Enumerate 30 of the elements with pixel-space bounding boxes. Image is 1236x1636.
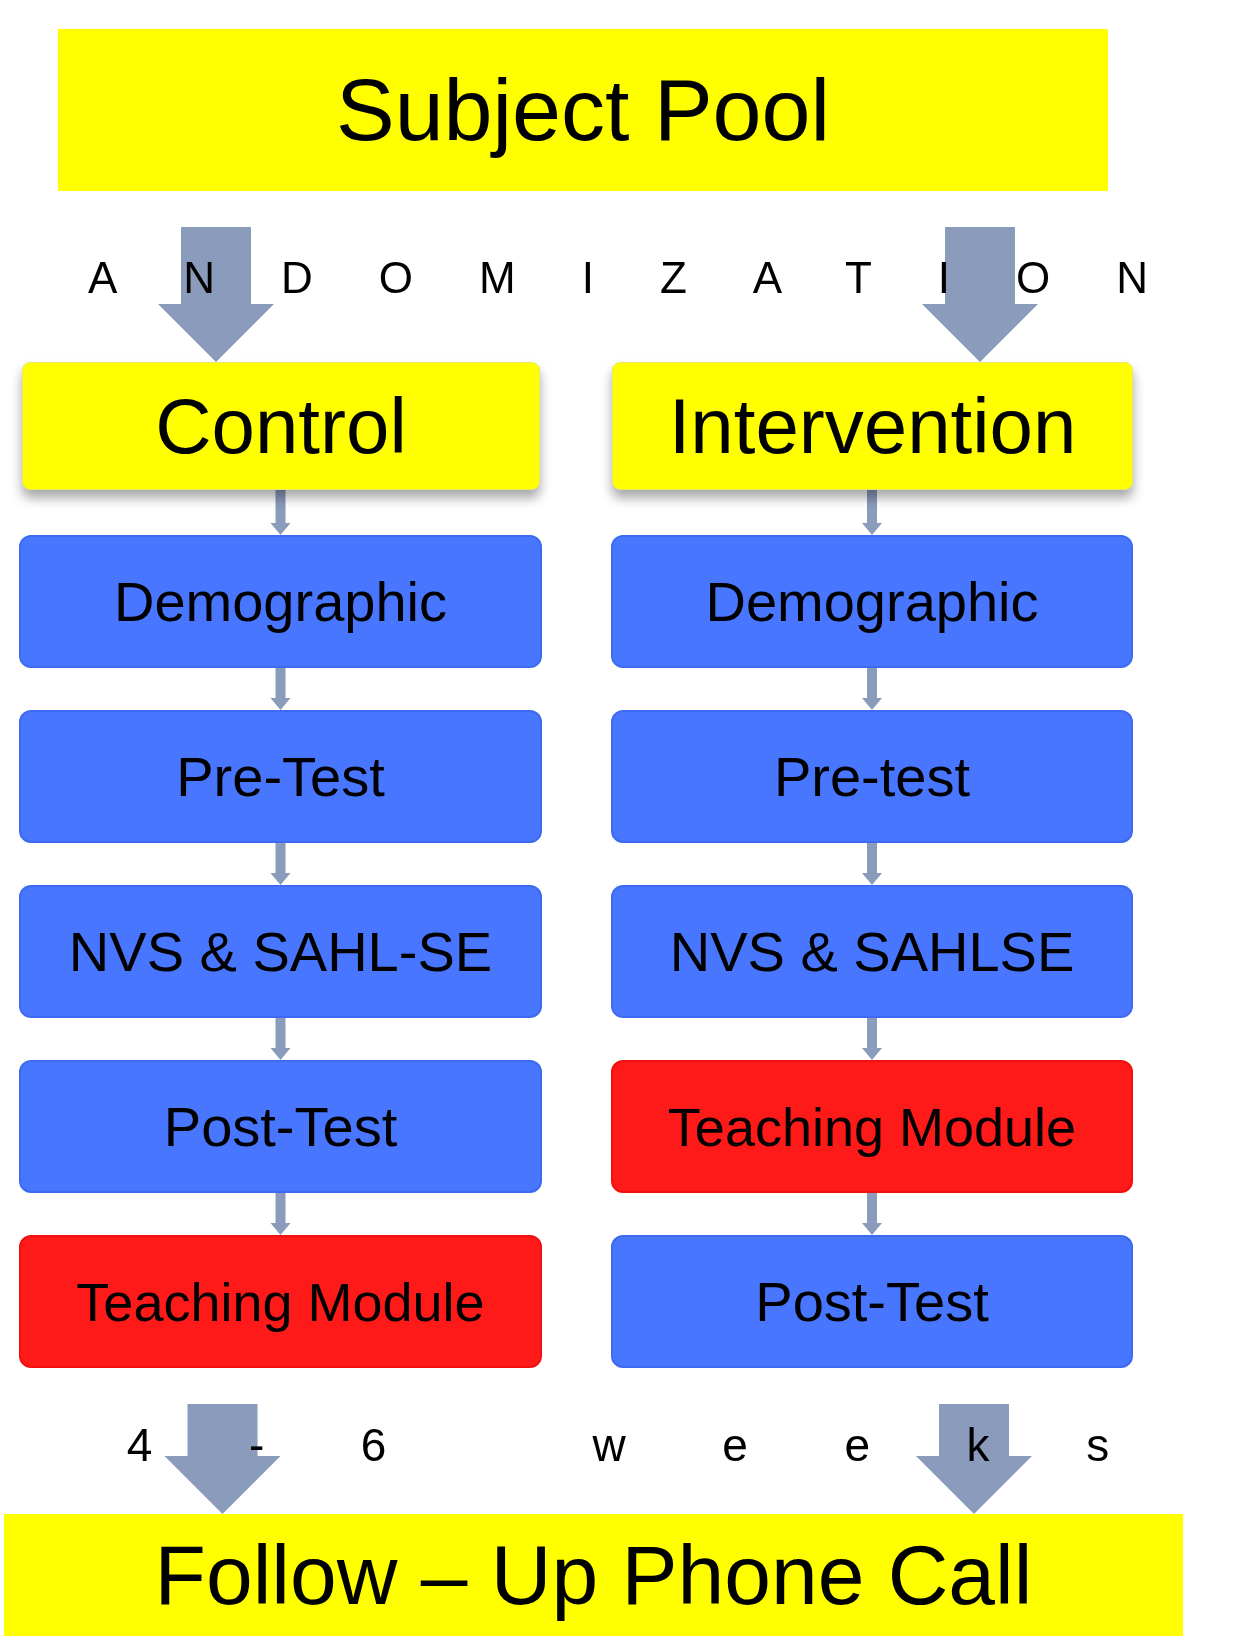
arrow: [862, 668, 882, 710]
group-header-box: Control: [22, 362, 540, 490]
process-box: Teaching Module: [611, 1060, 1133, 1193]
arrow: [862, 490, 882, 535]
process-box: Pre-test: [611, 710, 1133, 843]
block-arrow: [916, 1404, 1032, 1514]
arrow: [862, 1018, 882, 1060]
title-box: Subject Pool: [58, 29, 1108, 191]
process-box: Pre-Test: [19, 710, 542, 843]
arrow: [862, 1193, 882, 1235]
arrow: [270, 668, 291, 710]
arrow: [270, 490, 291, 535]
block-arrow: [164, 1404, 281, 1514]
process-box: NVS & SAHL-SE: [19, 885, 542, 1018]
process-box: Demographic: [611, 535, 1133, 668]
group-header-box: Intervention: [612, 362, 1133, 490]
arrow: [270, 1193, 291, 1235]
spaced-label: 4-6 weeks: [125, 1422, 1207, 1468]
process-box: NVS & SAHLSE: [611, 885, 1133, 1018]
block-arrow: [922, 227, 1038, 362]
arrow: [270, 1018, 291, 1060]
final-step-box: Follow – Up Phone Call: [4, 1514, 1183, 1636]
process-box: Post-Test: [19, 1060, 542, 1193]
arrow: [270, 843, 291, 885]
process-box: Teaching Module: [19, 1235, 542, 1368]
process-box: Demographic: [19, 535, 542, 668]
arrow: [862, 843, 882, 885]
block-arrow: [158, 227, 274, 362]
process-box: Post-Test: [611, 1235, 1133, 1368]
spaced-label: ANDOMIZATION: [86, 256, 1216, 300]
